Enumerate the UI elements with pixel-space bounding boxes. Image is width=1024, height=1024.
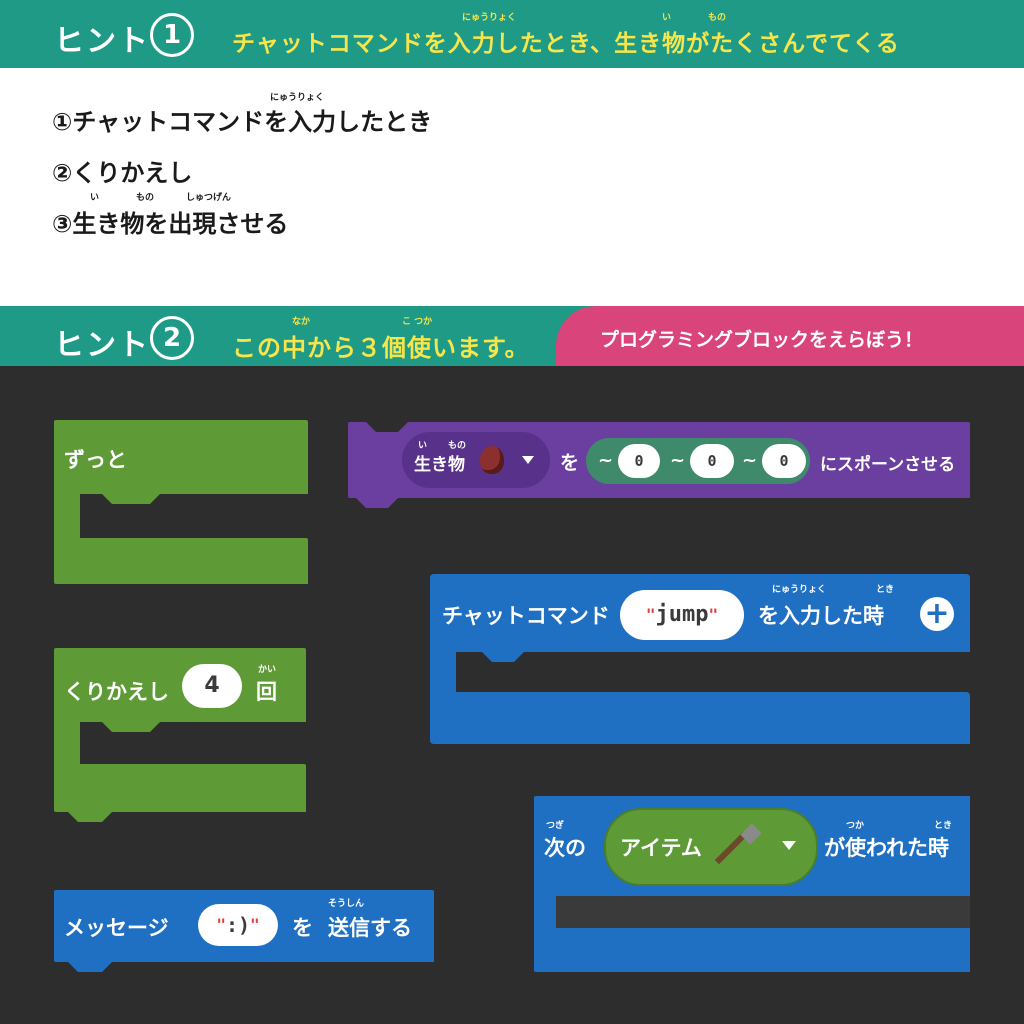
spawn-suffix: にスポーンさせる: [820, 455, 956, 475]
chat-command-value: jump: [655, 602, 709, 627]
hint2-ruby-kotsuka: こ つか: [402, 317, 433, 327]
hint2-title: この中から３個使います。: [232, 334, 530, 362]
item-prefix: 次の: [544, 836, 586, 860]
chat-command-suffix: を入力した時: [758, 604, 884, 628]
hint1-title: チャットコマンドを入力したとき、生き物がたくさんでてくる: [232, 31, 900, 57]
hint2-number-badge: 2: [150, 316, 194, 360]
spawn-mob-label: 生き物: [414, 455, 465, 475]
hint1-ruby-nyuuryoku: にゅうりょく: [462, 13, 517, 23]
item-ruby-tsugi: つぎ: [546, 821, 565, 831]
message-wo: を: [292, 916, 313, 940]
message-value-input[interactable]: ":)": [198, 904, 278, 946]
coord-x-input[interactable]: 0: [618, 444, 660, 478]
coord-z-input[interactable]: 0: [762, 444, 806, 478]
forever-label: ずっと: [64, 448, 127, 472]
step3-ruby-i: い: [90, 193, 100, 203]
quote-open-icon: ": [645, 605, 656, 624]
hint1-ruby-mono: もの: [708, 13, 727, 23]
hint2-label: ヒント: [54, 328, 150, 363]
chat-command-label: チャットコマンド: [442, 604, 610, 628]
message-ruby: そうしん: [328, 899, 365, 909]
step-2: ②くりかえし: [52, 159, 193, 187]
coord-tilde-2: ~: [670, 450, 686, 471]
step3-ruby-shutsugen: しゅつげん: [186, 193, 232, 203]
chat-command-input[interactable]: "jump": [620, 590, 744, 640]
item-ruby-toki: とき: [934, 821, 953, 831]
programming-blocks-tab-label: プログラミングブロックをえらぼう！: [600, 329, 924, 351]
forever-block-shape[interactable]: [54, 420, 308, 584]
mob-dropdown-arrow-icon: [522, 456, 534, 464]
quote-close-icon: ": [250, 915, 260, 934]
repeat-block-shape[interactable]: [54, 648, 306, 822]
item-dropdown-label: アイテム: [620, 836, 702, 860]
chat-ruby-toki: とき: [876, 585, 895, 595]
item-block-slot: [556, 896, 970, 928]
spawn-egg-icon: [480, 446, 504, 474]
hint1-ruby-i: い: [662, 13, 672, 23]
item-suffix: が使われた時: [824, 836, 949, 860]
spawn-ruby-mono: もの: [448, 441, 467, 451]
item-ruby-tsuka: つか: [846, 821, 865, 831]
coord-tilde-1: ~: [598, 450, 614, 471]
message-label: メッセージ: [64, 916, 169, 940]
add-parameter-icon[interactable]: +: [920, 597, 954, 631]
item-dropdown-arrow-icon: [782, 841, 796, 850]
hint2-ruby-naka: なか: [292, 317, 311, 327]
step-1: ①チャットコマンドを入力したとき: [52, 108, 433, 136]
hint1-number-badge: 1: [150, 13, 194, 57]
repeat-ruby: かい: [258, 665, 277, 675]
spawn-wo: を: [560, 452, 580, 474]
coord-tilde-3: ~: [742, 450, 758, 471]
quote-close-icon: ": [708, 605, 719, 624]
chat-command-block-shape[interactable]: [430, 574, 970, 744]
step3-ruby-mono: もの: [136, 193, 155, 203]
step1-ruby: にゅうりょく: [270, 93, 325, 103]
spawn-ruby-i: い: [418, 441, 428, 451]
repeat-suffix: 回: [256, 680, 277, 704]
message-value: :): [225, 913, 251, 937]
repeat-count-input[interactable]: 4: [182, 664, 242, 708]
repeat-label: くりかえし: [64, 680, 169, 704]
quote-open-icon: ": [216, 915, 226, 934]
step-3: ③生き物を出現させる: [52, 210, 289, 238]
hint1-label: ヒント: [54, 24, 150, 59]
coord-y-input[interactable]: 0: [690, 444, 734, 478]
chat-ruby-nyuuryoku: にゅうりょく: [772, 585, 827, 595]
programming-blocks-tab: [556, 306, 1024, 366]
steps-panel: [0, 68, 1024, 306]
message-send-label: 送信する: [328, 916, 412, 940]
